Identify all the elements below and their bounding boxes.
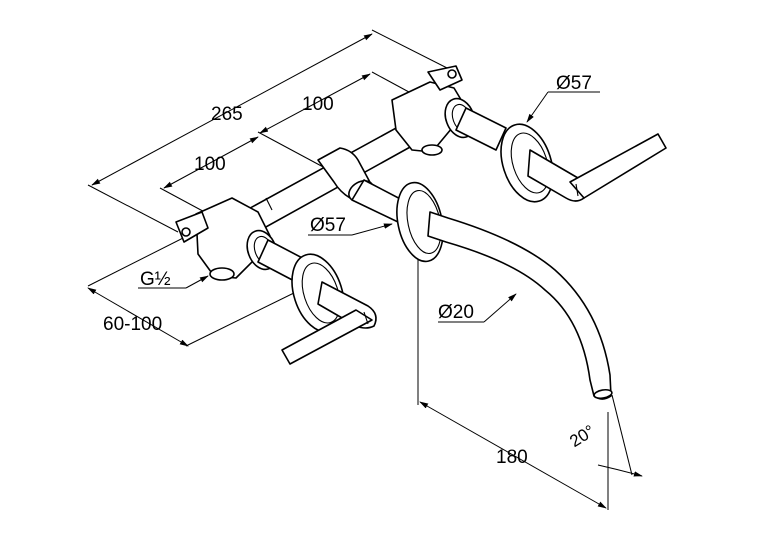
leader-g-half [138, 275, 209, 289]
label-overall-width: 265 [211, 104, 243, 125]
label-spacing-right: 100 [302, 94, 334, 115]
leader-d20 [438, 293, 517, 323]
label-spacing-left: 100 [194, 154, 226, 175]
label-handle-rosette-right: Ø57 [556, 73, 592, 94]
left-handle-assembly [257, 239, 377, 365]
dimension-60-100 [87, 231, 301, 347]
label-spout-angle: 20° [566, 421, 598, 451]
leader-d57-spout [308, 223, 393, 236]
right-handle-assembly [455, 107, 667, 203]
label-wall-depth: 60-100 [103, 314, 162, 335]
label-spout-diameter: Ø20 [438, 302, 474, 323]
leader-d57-right [526, 91, 600, 123]
label-spout-rosette: Ø57 [310, 215, 346, 236]
dimension-20-angle [597, 394, 643, 477]
dimension-265 [87, 29, 456, 233]
label-spout-projection: 180 [496, 447, 528, 468]
spout [427, 211, 613, 400]
dimension-180 [417, 248, 609, 510]
label-thread: G½ [140, 269, 171, 290]
